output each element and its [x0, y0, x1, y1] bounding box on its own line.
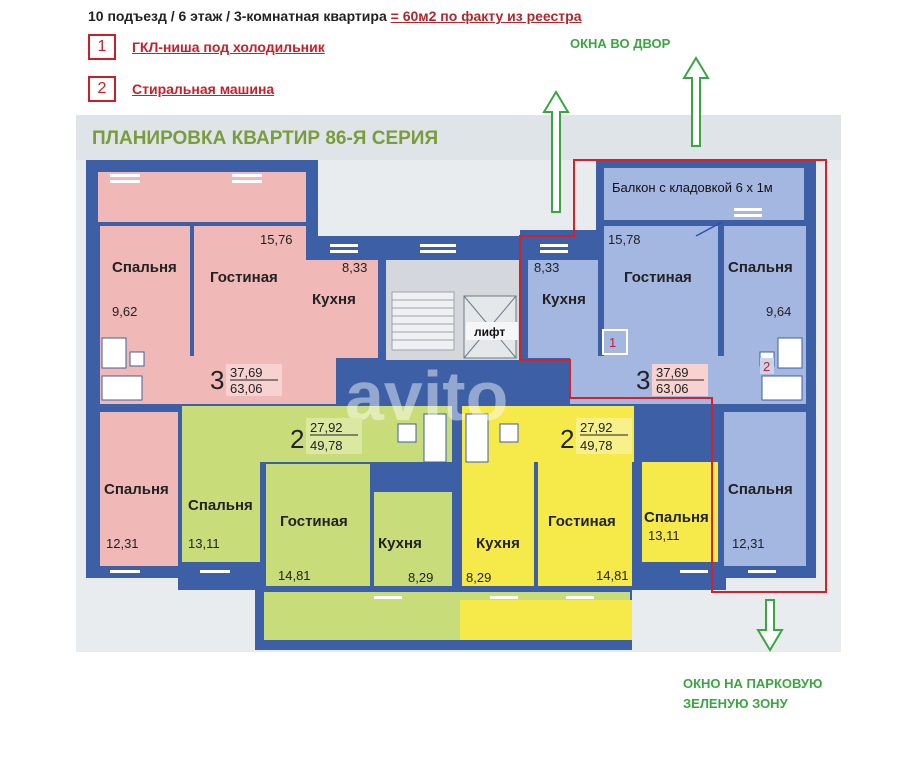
room-area: 14,81: [278, 568, 311, 583]
arrow-down-icon: [756, 599, 784, 652]
room-area: 15,76: [260, 232, 293, 247]
apartment-summary-right: 3 37,69 63,06: [636, 364, 708, 396]
room-name: Кухня: [542, 291, 586, 308]
legend-number-box: 2: [88, 76, 116, 102]
apartment-living-area: 37,69: [230, 365, 263, 380]
room-area: 8,33: [534, 260, 559, 275]
right-kitchen: [528, 260, 598, 358]
apartment-living-area: 37,69: [656, 365, 689, 380]
room-name: Гостиная: [624, 269, 692, 286]
room-area: 12,31: [732, 536, 765, 551]
room-area: 15,78: [608, 232, 641, 247]
apartment-total-area: 49,78: [310, 438, 343, 453]
marker-number: 1: [609, 335, 616, 350]
apartment-rooms: 3: [636, 365, 650, 395]
room-area: 8,29: [466, 570, 491, 585]
watermark: avito: [345, 357, 508, 435]
yellow-living-room: [538, 462, 632, 586]
left-bath-fixtures: [101, 337, 145, 401]
room-name: Спальня: [112, 259, 177, 276]
left-bedroom-2: [100, 412, 178, 566]
room-area: 8,29: [408, 570, 433, 585]
left-living-room: [194, 226, 306, 356]
apartment-rooms: 2: [560, 424, 574, 454]
legend-label: ГКЛ-ниша под холодильник: [132, 39, 325, 55]
right-living-room: [604, 226, 718, 356]
window-marks: [110, 174, 776, 599]
legend-item-1: 1 ГКЛ-ниша под холодильник: [88, 34, 325, 60]
arrow-up-icon: [682, 56, 710, 147]
room-area: 12,31: [106, 536, 139, 551]
apartment-living-area: 27,92: [310, 420, 343, 435]
room-name: Кухня: [312, 291, 356, 308]
room-area: 13,11: [188, 536, 220, 551]
room-name: Гостиная: [210, 269, 278, 286]
washer-marker: [760, 358, 774, 374]
left-balcony: [98, 172, 306, 222]
apartment-rooms: 2: [290, 424, 304, 454]
header-line: 10 подъезд / 6 этаж / 3-комнатная кварти…: [88, 8, 582, 24]
apartment-total-area: 49,78: [580, 438, 613, 453]
apartment-total-area: 63,06: [656, 381, 689, 396]
apartment-summary-left: 3 37,69 63,06: [210, 364, 282, 396]
fridge-niche-marker: [602, 329, 628, 355]
room-area: 9,64: [766, 304, 791, 319]
header-info: 10 подъезд / 6 этаж / 3-комнатная кварти…: [88, 8, 387, 24]
room-name: Спальня: [728, 259, 793, 276]
green-bedroom: [182, 462, 260, 562]
room-area: 9,62: [112, 304, 137, 319]
green-kitchen: [374, 492, 452, 586]
courtyard-windows-note: ОКНА ВО ДВОР: [570, 36, 671, 51]
balcony-note: Балкон с кладовкой 6 х 1м: [612, 180, 773, 195]
room-name: Спальня: [188, 497, 253, 514]
room-name: Спальня: [644, 509, 709, 526]
stairwell: [386, 260, 520, 360]
apartment-rooms: 3: [210, 365, 224, 395]
park-note-line1: ОКНО НА ПАРКОВУЮ: [683, 676, 823, 691]
legend-number-box: 1: [88, 34, 116, 60]
balcony-pointer: [695, 221, 723, 237]
room-name: Спальня: [104, 481, 169, 498]
arrow-up-icon: [542, 90, 570, 213]
yellow-kitchen: [462, 462, 534, 586]
plan-title: ПЛАНИРОВКА КВАРТИР 86-Я СЕРИЯ: [92, 128, 438, 149]
apartment-summary-yellow: 2 27,92 49,78: [560, 418, 632, 454]
room-name: Гостиная: [548, 513, 616, 530]
room-name: Кухня: [476, 535, 520, 552]
left-kitchen: [306, 260, 378, 358]
green-living-room: [266, 464, 370, 586]
apartment-right-blue: [528, 168, 806, 566]
apartment-yellow: [460, 406, 718, 640]
middle-bath-fixtures: [397, 413, 519, 463]
lift-label: лифт: [474, 325, 505, 339]
room-name: Гостиная: [280, 513, 348, 530]
room-area: 14,81: [596, 568, 629, 583]
yellow-bedroom: [642, 462, 718, 562]
room-name: Спальня: [728, 481, 793, 498]
room-name: Кухня: [378, 535, 422, 552]
park-window-note: ОКНО НА ПАРКОВУЮ ЗЕЛЕНУЮ ЗОНУ: [683, 674, 822, 714]
apartment-total-area: 63,06: [230, 381, 263, 396]
room-area: 13,11: [648, 528, 680, 543]
legend-item-2: 2 Стиральная машина: [88, 76, 274, 102]
room-area: 8,33: [342, 260, 367, 275]
right-bedroom-2: [724, 412, 806, 566]
legend-label: Стиральная машина: [132, 81, 275, 97]
apartment-living-area: 27,92: [580, 420, 613, 435]
header-area-note: = 60м2 по факту из реестра: [390, 8, 582, 24]
selected-apartment-outline: [519, 159, 827, 593]
right-balcony: [604, 168, 804, 220]
apartment-summary-green: 2 27,92 49,78: [290, 418, 362, 454]
park-note-line2: ЗЕЛЕНУЮ ЗОНУ: [683, 696, 788, 711]
yellow-balcony: [460, 600, 632, 640]
marker-number: 2: [763, 359, 770, 374]
plan-title-bar: [76, 115, 841, 160]
